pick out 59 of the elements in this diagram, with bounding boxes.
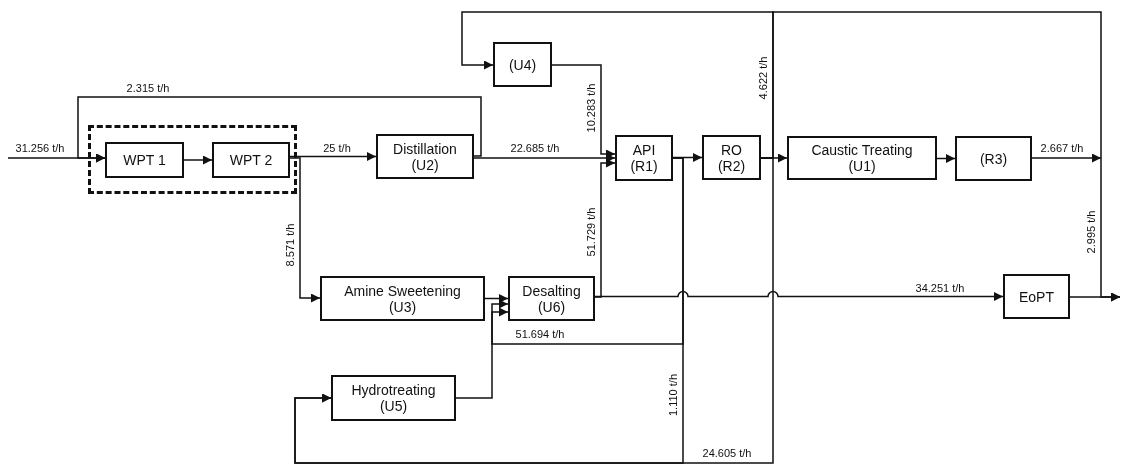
flow-arrow [484,294,509,303]
flow-arrow [594,290,1004,301]
unit-name: Amine Sweetening [344,282,461,299]
flow-rate-label: 22.685 t/h [509,142,561,154]
flow-arrow [473,153,616,163]
process-box [508,276,595,321]
flow-rate-label: 25 t/h [322,142,352,154]
unit-name: (U4) [508,56,537,73]
flow-arrow [551,64,616,159]
unit-name: Distillation [393,140,457,157]
flow-rate-label: 24.605 t/h [701,447,753,459]
flow-rate-label: 2.995 t/h [1085,209,1097,255]
unit-name: API [632,142,656,158]
unit-name: RO [721,141,742,158]
process-box [212,142,290,178]
unit-code: (U3) [388,298,417,315]
flow-rate-label: 2.315 t/h [125,82,171,94]
process-box [331,375,456,421]
flow-arrow [289,152,377,161]
flow-rate-label: 4.622 t/h [757,55,769,101]
process-box [493,42,552,87]
flow-arrow [289,157,321,303]
flow-rate-label: 10.283 t/h [585,82,597,134]
process-box [702,135,761,180]
unit-code: (U1) [848,158,876,174]
flow-arrow [183,155,213,165]
process-box [787,136,937,180]
flow-rate-label: 2.667 t/h [1039,142,1085,154]
flow-rate-label: 8.571 t/h [284,222,296,268]
flow-rate-label: 34.251 t/h [914,282,966,294]
process-box [105,142,184,178]
unit-name: Caustic Treating [811,142,913,158]
unit-name: Desalting [522,282,581,299]
flow-rate-label: 31.256 t/h [14,142,66,154]
process-box [376,134,474,179]
process-box [1003,274,1070,319]
unit-code: (R2) [717,157,746,174]
unit-name: EoPT [1019,288,1054,305]
flow-arrow [77,96,482,163]
dashed-group-box [88,125,297,194]
unit-code: (U5) [379,398,408,414]
flow-arrow [1031,153,1102,163]
process-box [955,136,1032,181]
unit-name: WPT 2 [229,152,273,168]
unit-name: Hydrotreating [351,382,436,398]
unit-code: (U6) [537,298,566,315]
flow-arrow [936,154,956,163]
unit-name: WPT 1 [123,152,166,168]
unit-code: (R1) [630,158,658,174]
flow-arrow [594,158,616,298]
unit-name: (R3) [979,150,1008,167]
flow-rate-label: 1.110 t/h [667,373,679,417]
process-box [320,276,485,321]
flow-rate-label: 51.694 t/h [514,328,566,340]
process-box [615,135,673,181]
flow-arrow [455,299,509,399]
flow-rate-label: 51.729 t/h [585,206,597,258]
flow-arrow [294,157,774,464]
unit-code: (U2) [411,156,439,173]
